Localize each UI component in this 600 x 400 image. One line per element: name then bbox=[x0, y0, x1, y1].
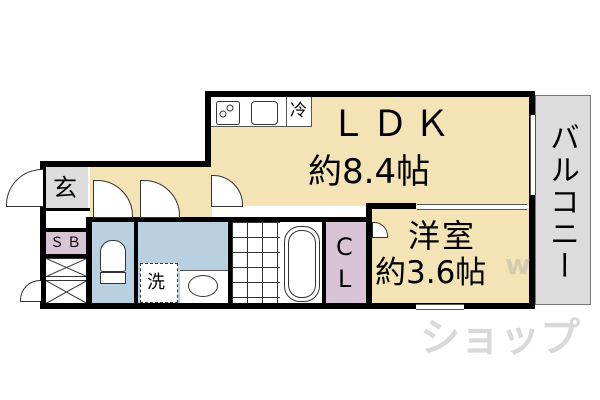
washing-machine: 洗 bbox=[140, 263, 178, 303]
watermark-logo: w bbox=[505, 248, 531, 281]
room-bathroom bbox=[232, 222, 280, 304]
kitchen-counter: 冷 bbox=[211, 97, 312, 127]
room-closet bbox=[326, 222, 368, 304]
wall bbox=[228, 218, 232, 308]
western-name: 洋室 bbox=[408, 217, 477, 255]
toilet-tank-icon bbox=[100, 272, 126, 284]
storage-cabinet bbox=[44, 257, 89, 305]
bathtub-inner bbox=[288, 230, 316, 298]
shoebox-label: ＳＢ bbox=[50, 235, 84, 251]
western-area: 約3.6帖 bbox=[375, 255, 487, 291]
wall bbox=[86, 218, 92, 308]
wall bbox=[205, 91, 211, 166]
closet-label-c: C bbox=[336, 233, 353, 261]
toilet-icon bbox=[100, 240, 126, 272]
wall bbox=[40, 303, 535, 309]
refrigerator-label: 冷 bbox=[290, 101, 307, 121]
window bbox=[530, 115, 536, 195]
wall bbox=[40, 161, 211, 167]
wall bbox=[40, 228, 90, 232]
sink-icon bbox=[251, 101, 278, 125]
wall bbox=[529, 91, 535, 309]
wall bbox=[366, 203, 416, 209]
refrigerator: 冷 bbox=[286, 97, 312, 127]
closet-label-l: L bbox=[338, 265, 352, 293]
wall bbox=[322, 218, 326, 308]
door-storage bbox=[20, 280, 41, 302]
balcony: バルコニー bbox=[535, 95, 591, 305]
genkan-label: 玄 bbox=[53, 174, 77, 202]
wash-basin bbox=[180, 270, 228, 303]
bathtub-icon bbox=[284, 226, 320, 302]
wall bbox=[205, 91, 535, 97]
watermark-text: ショップ bbox=[420, 315, 580, 361]
shoebox bbox=[45, 232, 88, 254]
washer-label: 洗 bbox=[147, 272, 165, 293]
window bbox=[416, 304, 464, 310]
wall bbox=[134, 218, 138, 308]
room-western bbox=[370, 208, 530, 303]
balcony-label: バルコニー bbox=[544, 122, 579, 282]
wall bbox=[40, 161, 46, 309]
door-entrance bbox=[6, 169, 43, 207]
wall bbox=[366, 203, 372, 308]
room-genkan bbox=[45, 166, 88, 208]
cross-hatch-icon bbox=[44, 257, 89, 305]
ldk-area: 約8.4帖 bbox=[308, 152, 431, 192]
wall bbox=[40, 208, 90, 211]
stove-icon bbox=[216, 101, 240, 125]
basin-icon bbox=[188, 275, 218, 297]
ldk-name: ＬＤＫ bbox=[330, 104, 457, 145]
window bbox=[417, 204, 527, 210]
wall bbox=[40, 254, 90, 258]
